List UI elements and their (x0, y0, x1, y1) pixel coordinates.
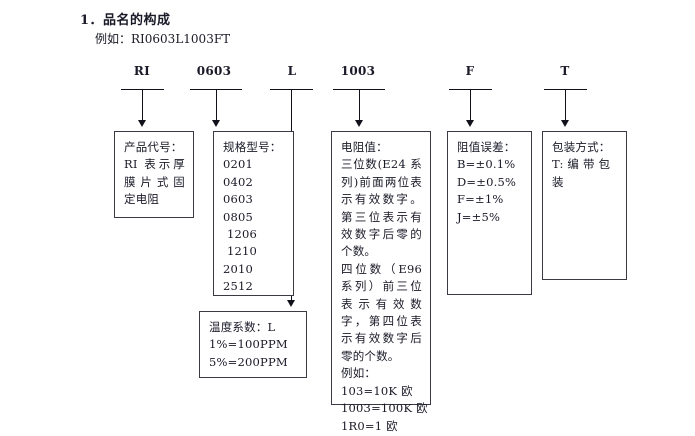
box-product-code: 产品代号： RI 表示厚 膜片式固 定电阻 (114, 131, 194, 218)
box-size-code: 规格型号： 0201 0402 0603 0805 1206 1210 2010… (213, 131, 294, 296)
connector-arrow-product (138, 120, 146, 127)
connector-arrow-tolerance (466, 120, 474, 127)
box-packaging: 包装方式： T: 编 带 包 装 (542, 131, 627, 280)
size-code-item: 1210 (227, 244, 258, 259)
resistance-example-item: 103=10K 欧 (341, 383, 413, 398)
segment-code-size: 0603 (196, 64, 232, 78)
segment-code-packaging: T (560, 64, 570, 78)
tolerance-item: D=±0.5% (457, 174, 517, 189)
resistance-example-item: 1R0=1 欧 (341, 418, 398, 433)
segment-code-tempco: L (287, 64, 297, 78)
size-code-item: 2512 (223, 279, 254, 294)
connector-arrow-packaging (561, 120, 569, 127)
box-resistance-value: 电阻值： 三位数(E24 系列)前面两位表示有效数字。第三位表示有效数字后零的个… (331, 131, 431, 433)
resistance-e24-description: 三位数(E24 系列)前面两位表示有效数字。第三位表示有效数字后零的个数。 (341, 157, 422, 259)
product-code-title: 产品代号： (124, 140, 183, 154)
box-temperature-coefficient: 温度系数：L 1%=100PPM 5%=200PPM (199, 311, 307, 378)
tempco-item: 5%=200PPM (209, 354, 288, 369)
size-code-item: 0603 (223, 192, 254, 207)
size-code-item: 0805 (223, 209, 254, 224)
resistance-example-item: 1003=100K 欧 (341, 401, 428, 416)
resistance-e96-description: 四位数（E96 系列）前三位表示有效数字，第四位表示有效数字后零的个数。 (341, 261, 422, 363)
product-code-line: 膜片式固 (124, 174, 185, 189)
product-code-line: 定电阻 (124, 192, 160, 207)
segment-code-resistance: 1003 (340, 64, 376, 78)
size-code-item: 0402 (223, 174, 254, 189)
product-code-line: RI 表示厚 (124, 157, 185, 172)
packaging-title: 包装方式： (552, 140, 611, 154)
example-part-number: 例如：RI0603L1003FT (95, 32, 231, 46)
connector-arrow-resistance (355, 120, 363, 127)
size-code-title: 规格型号： (223, 140, 282, 154)
segment-code-product: RI (133, 64, 151, 78)
connector-line-tolerance (470, 89, 471, 122)
packaging-line: T: 编 带 包 (552, 157, 611, 172)
packaging-line: 装 (552, 174, 564, 189)
tempco-item: 1%=100PPM (209, 337, 288, 352)
tolerance-title: 阻值误差： (457, 140, 516, 154)
connector-line-packaging (565, 89, 566, 122)
resistance-title: 电阻值： (341, 140, 388, 154)
resistance-example-label: 例如： (341, 366, 377, 381)
connector-arrow-size (212, 120, 220, 127)
connector-arrow-tempco (287, 300, 295, 307)
connector-line-size (216, 89, 217, 122)
tempco-title: 温度系数：L (209, 320, 276, 334)
connector-line-resistance (359, 89, 360, 122)
size-code-item: 2010 (223, 261, 254, 276)
size-code-item: 1206 (227, 227, 258, 242)
box-tolerance: 阻值误差： B=±0.1% D=±0.5% F=±1% J=±5% (447, 131, 532, 295)
segment-code-tolerance: F (465, 64, 475, 78)
page-title: 1．品名的构成 (80, 13, 171, 28)
tolerance-item: B=±0.1% (457, 157, 516, 172)
tolerance-item: J=±5% (457, 209, 501, 224)
size-code-item: 0201 (223, 157, 254, 172)
connector-line-product (142, 89, 143, 122)
tolerance-item: F=±1% (457, 192, 504, 207)
